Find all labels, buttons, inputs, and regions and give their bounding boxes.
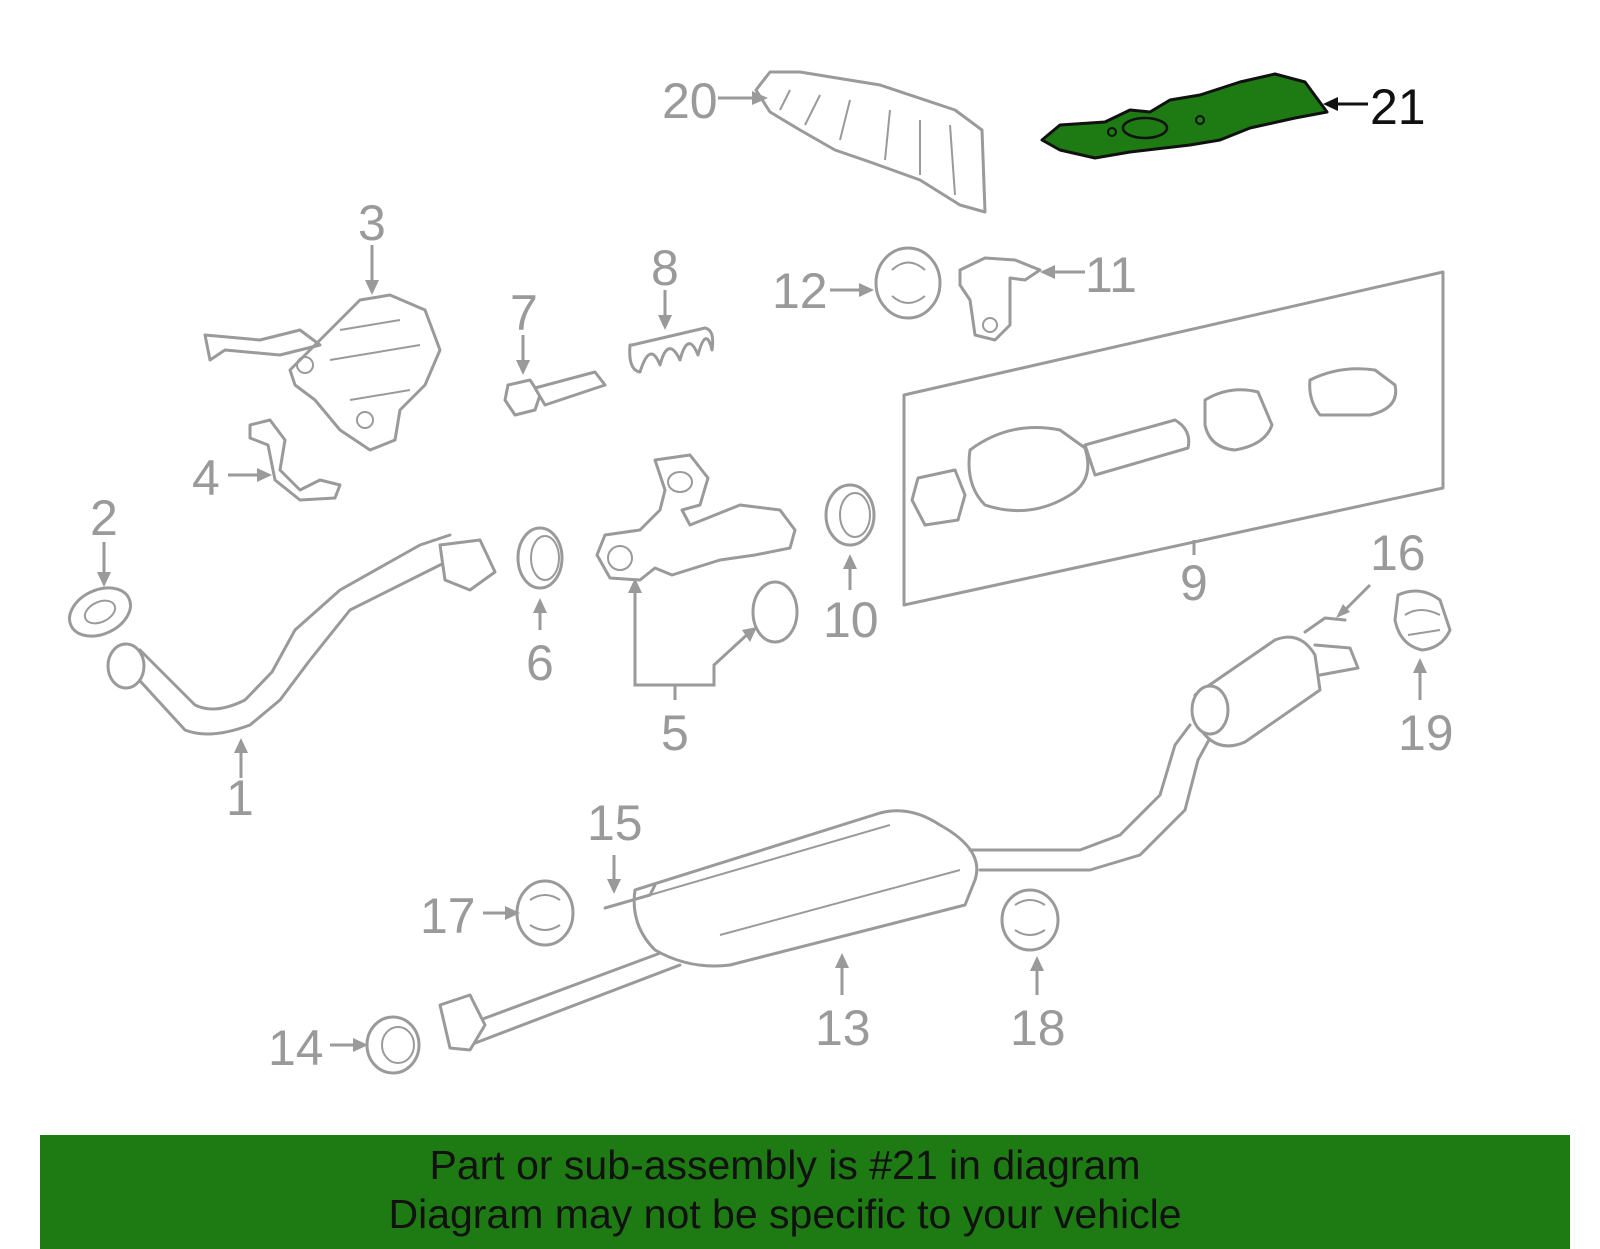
arrow-3 (365, 245, 379, 295)
arrow-20 (718, 91, 768, 105)
arrow-15 (607, 855, 621, 894)
part-10-gasket (824, 483, 876, 547)
callout-19: 19 (1398, 705, 1454, 761)
callout-18: 18 (1010, 1000, 1066, 1056)
arrow-17 (483, 906, 520, 920)
callout-21: 21 (1370, 79, 1426, 135)
callout-5: 5 (661, 705, 689, 761)
callout-17: 17 (420, 888, 476, 944)
part-4-bracket (248, 418, 342, 502)
callout-6: 6 (526, 635, 554, 691)
part-9-converter-panel (902, 270, 1445, 607)
callout-3: 3 (358, 195, 386, 251)
callout-20: 20 (662, 73, 718, 129)
part-19-hanger (1393, 589, 1452, 652)
arrow-21 (1323, 97, 1368, 111)
banner-disclaimer: Diagram may not be specific to your vehi… (388, 1191, 1182, 1237)
info-banner: Part or sub-assembly is #21 in diagram D… (40, 1135, 1570, 1249)
arrow-18 (1030, 956, 1044, 995)
banner-part-note: Part or sub-assembly is #21 in diagram (429, 1142, 1141, 1188)
arrow-1 (234, 738, 248, 778)
arrow-16 (1336, 583, 1372, 618)
part-2-gasket (68, 586, 132, 638)
callout-9: 9 (1180, 555, 1208, 611)
callout-1: 1 (226, 770, 254, 826)
callout-12: 12 (772, 263, 828, 319)
arrow-6 (533, 598, 547, 630)
callout-4: 4 (192, 450, 220, 506)
arrow-12 (830, 283, 874, 297)
callout-8: 8 (651, 240, 679, 296)
part-1-front-pipe (106, 533, 497, 736)
arrow-11 (1040, 265, 1085, 279)
callout-13: 13 (815, 1000, 871, 1056)
part-14-gasket (365, 1015, 421, 1075)
part-15-stud (603, 883, 657, 910)
arrow-19 (1413, 658, 1427, 700)
part-6-gasket (516, 526, 564, 590)
bracket-5 (633, 588, 752, 687)
part-20-heat-insulator (754, 70, 987, 214)
part-12-hanger (874, 246, 942, 320)
arrow-2 (97, 542, 111, 587)
callout-7: 7 (510, 285, 538, 341)
arrow-8 (658, 290, 672, 330)
part-18-hanger (1000, 888, 1060, 952)
arrow-10 (843, 554, 857, 590)
part-13-center-muffler-assembly (438, 616, 1360, 1052)
part-3-manifold-insulator (203, 293, 442, 452)
arrow-7 (516, 335, 530, 375)
part-11-bracket (958, 256, 1042, 342)
arrow-13 (835, 953, 849, 995)
callout-11: 11 (1085, 247, 1137, 303)
part-5-manifold (595, 453, 799, 644)
callout-15: 15 (587, 795, 643, 851)
arrow-14 (330, 1038, 368, 1052)
part-17-hanger (515, 879, 575, 947)
part-21-heat-insulator-highlighted (1040, 72, 1329, 160)
callout-2: 2 (90, 490, 118, 546)
arrow-4 (228, 468, 272, 482)
callout-10: 10 (823, 592, 879, 648)
callout-14: 14 (268, 1020, 324, 1076)
part-8-spring (628, 326, 715, 374)
part-7-bolt (503, 370, 607, 417)
callout-16: 16 (1370, 525, 1426, 581)
